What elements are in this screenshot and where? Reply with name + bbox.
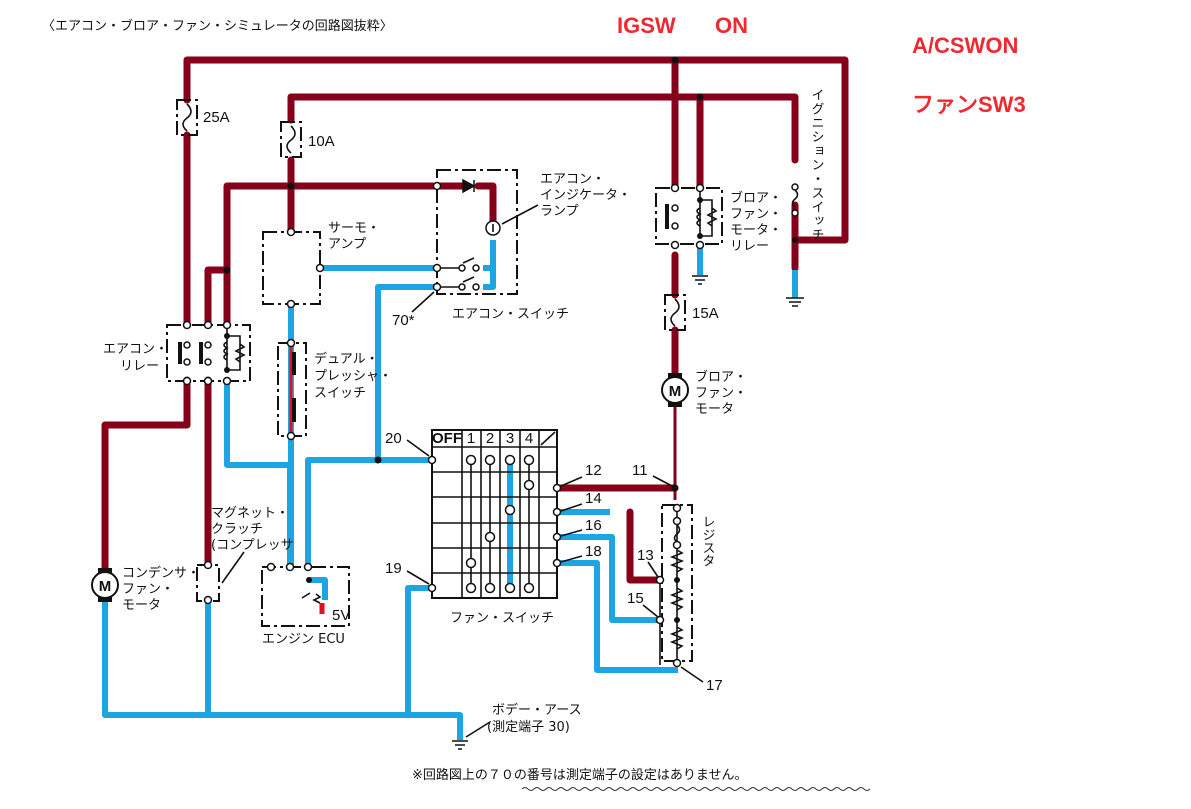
svg-text:ファン・: ファン・: [695, 386, 747, 401]
coil-icon: [223, 341, 229, 361]
svg-text:(コンプレッサ: (コンプレッサ: [211, 538, 294, 553]
ac-relay: エアコン・ リレー: [103, 320, 251, 386]
ignition-switch[interactable]: イグニション・スイッチ: [791, 88, 825, 242]
ac-switch[interactable]: エアコン・スイッチ: [432, 169, 570, 322]
svg-text:スイッチ: スイッチ: [314, 386, 366, 401]
fan-position-4: 4: [525, 430, 533, 447]
svg-text:11: 11: [632, 462, 648, 479]
ac-indicator-lamp-label: エアコン・ インジケータ・ ランプ: [501, 172, 631, 225]
ground-wires: [102, 240, 798, 740]
svg-text:ファン・: ファン・: [122, 582, 174, 597]
terminal-70: 70*: [392, 312, 415, 329]
svg-text:M: M: [669, 383, 682, 400]
svg-text:5V: 5V: [332, 607, 350, 624]
footnote-wavy-underline: [521, 787, 871, 791]
svg-text:15: 15: [627, 590, 644, 607]
svg-text:サーモ・: サーモ・: [328, 221, 380, 236]
svg-text:モータ・: モータ・: [730, 223, 782, 238]
svg-text:13: 13: [637, 547, 654, 564]
resistor: レジスタ: [655, 503, 715, 668]
svg-text:エンジン ECU: エンジン ECU: [262, 632, 345, 647]
svg-text:ブロア・: ブロア・: [695, 369, 747, 385]
condenser-fan-motor: M コンデンサ・ ファン・ モータ: [91, 565, 200, 613]
magnet-clutch: マグネット・ クラッチ (コンプレッサ: [196, 506, 294, 605]
terminal-70-arrow: [411, 291, 435, 313]
svg-text:クラッチ: クラッチ: [211, 522, 263, 537]
footnote: ※回路図上の７０の番号は測定端子の設定はありません。: [412, 767, 748, 783]
svg-text:モータ: モータ: [695, 402, 734, 417]
svg-text:デュアル・: デュアル・: [314, 351, 379, 367]
svg-text:マグネット・: マグネット・: [211, 506, 289, 521]
terminal-labels: 20 19 12 11 14 16 18 13 15 17: [385, 430, 723, 694]
svg-text:エアコン・: エアコン・: [103, 342, 168, 357]
fan-position-off: OFF: [432, 430, 462, 447]
svg-text:ブロア・: ブロア・: [730, 190, 782, 206]
svg-text:リレー: リレー: [730, 239, 769, 254]
ignition-switch-label: イグニション・スイッチ: [809, 88, 825, 242]
svg-text:ボデー・アース: ボデー・アース: [492, 702, 582, 718]
annotation-ig-switch: IGSW: [617, 13, 676, 38]
svg-text:19: 19: [385, 560, 402, 577]
svg-text:ランプ: ランプ: [540, 204, 579, 219]
svg-text:14: 14: [585, 490, 602, 507]
dual-pressure-switch: デュアル・ プレッシャ・ スイッチ: [277, 338, 392, 441]
svg-text:プレッシャ・: プレッシャ・: [314, 369, 392, 384]
thermo-amp: サーモ・ アンプ: [262, 221, 380, 309]
svg-text:コンデンサ・: コンデンサ・: [122, 565, 200, 581]
blower-fan-motor: M ブロア・ ファン・ モータ: [661, 369, 747, 417]
svg-text:エアコン・: エアコン・: [540, 172, 605, 187]
diagram-title: 〈エアコン・ブロア・ファン・シミュレータの回路図抜粋〉: [42, 18, 393, 34]
annotation-ig-on: ON: [715, 13, 748, 38]
svg-text:アンプ: アンプ: [328, 237, 366, 252]
svg-text:12: 12: [585, 462, 602, 479]
svg-text:25A: 25A: [203, 109, 230, 126]
fuse-10a: 10A: [280, 121, 335, 158]
energized-wires: [101, 56, 849, 584]
svg-text:ファン・: ファン・: [730, 207, 782, 222]
ac-switch-label: エアコン・スイッチ: [452, 307, 569, 322]
blower-fan-motor-relay: ブロア・ ファン・ モータ・ リレー: [655, 183, 782, 254]
svg-text:インジケータ・: インジケータ・: [540, 188, 631, 203]
svg-text:(測定端子 30): (測定端子 30): [487, 720, 570, 735]
svg-text:18: 18: [585, 543, 602, 560]
fan-position-1: 1: [467, 430, 475, 447]
fan-position-2: 2: [486, 430, 494, 447]
svg-text:16: 16: [585, 517, 602, 534]
body-ground-label: ボデー・アース (測定端子 30): [465, 702, 582, 738]
svg-text:20: 20: [385, 430, 402, 447]
fan-switch-label: ファン・スイッチ: [450, 611, 554, 626]
svg-text:17: 17: [706, 677, 723, 694]
svg-text:15A: 15A: [692, 305, 719, 322]
diode-icon: [462, 178, 476, 194]
fuse-15a: 15A: [664, 294, 719, 331]
svg-text:10A: 10A: [308, 133, 335, 150]
fuse-25a: 25A: [176, 99, 230, 136]
fan-position-3: 3: [506, 430, 514, 447]
svg-text:リレー: リレー: [120, 359, 159, 374]
resistor-icon: [234, 343, 246, 363]
junctions: [223, 56, 798, 492]
fan-switch[interactable]: OFF 1 2 3 4 ファン・スイッチ: [427, 429, 562, 626]
svg-text:モータ: モータ: [122, 598, 161, 613]
ground-symbols: [452, 275, 804, 750]
annotation-ac-switch-on: A/CSWON: [912, 33, 1018, 58]
engine-ecu: 5V エンジン ECU: [261, 562, 350, 647]
svg-text:レジスタ: レジスタ: [700, 515, 715, 567]
annotation-fan-sw3: ファンSW3: [912, 92, 1026, 117]
svg-text:M: M: [99, 578, 112, 595]
